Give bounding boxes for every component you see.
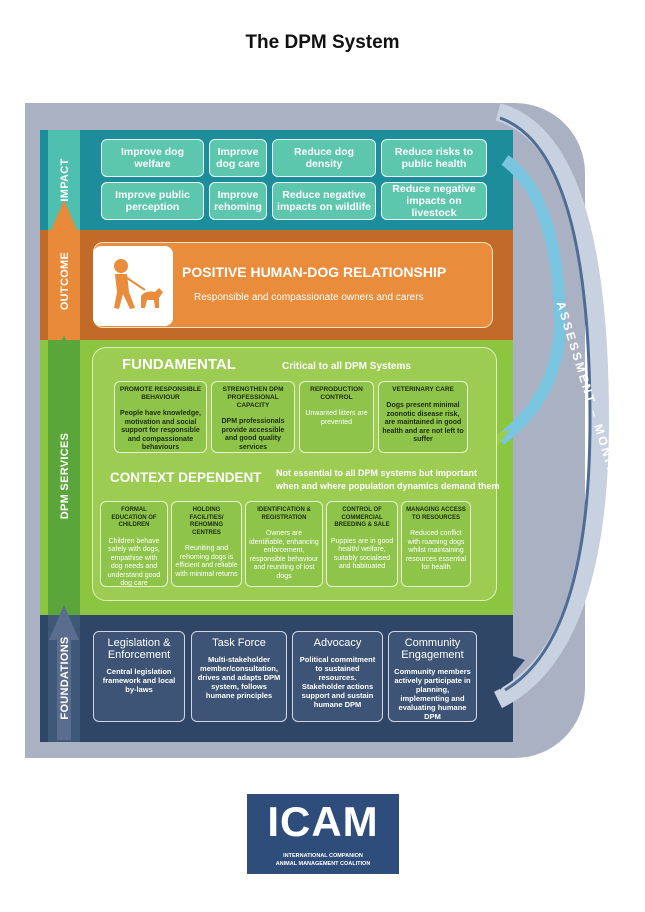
foundation-item: Legislation & Enforcement Central legisl… bbox=[93, 631, 185, 722]
fundamental-note: Critical to all DPM Systems bbox=[282, 361, 411, 372]
context-item: HOLDING FACILITIES/ REHOMING CENTRES Reu… bbox=[171, 501, 242, 587]
dpm-services-label: DPM SERVICES bbox=[59, 432, 71, 520]
logo-line-2: ANIMAL MANAGEMENT COALITION bbox=[275, 861, 371, 867]
arrow-down-navy-icon bbox=[495, 650, 525, 690]
item-heading: Community Engagement bbox=[401, 637, 464, 661]
item-heading: MANAGING ACCESS TO RESOURCES bbox=[406, 507, 466, 521]
item-body: Community members actively participate i… bbox=[394, 667, 471, 721]
context-item: FORMAL EDUCATION OF CHILDREN Children be… bbox=[100, 501, 168, 587]
outcome-title: POSITIVE HUMAN-DOG RELATIONSHIP bbox=[182, 264, 447, 280]
item-heading: VETERINARY CARE bbox=[392, 386, 454, 393]
fundamental-item: PROMOTE RESPONSIBLE BEHAVIOUR People hav… bbox=[114, 381, 207, 453]
item-body: Unwanted litters are prevented bbox=[305, 410, 368, 426]
item-heading: Task Force bbox=[212, 637, 266, 649]
impact-item: Reduce negative impacts on wildlife bbox=[272, 182, 376, 220]
context-item: IDENTIFICATION & REGISTRATION Owners are… bbox=[245, 501, 323, 587]
item-body: Reuniting and rehoming dogs is efficient… bbox=[175, 545, 238, 578]
context-note-line-1: Not essential to all DPM systems but imp… bbox=[276, 468, 478, 478]
item-heading: FORMAL EDUCATION OF CHILDREN bbox=[111, 507, 157, 528]
logo-line-1: INTERNATIONAL COMPANION bbox=[283, 853, 363, 859]
impact-item: Reduce negative impacts on livestock bbox=[381, 182, 487, 220]
arrow-up-orange-icon bbox=[49, 200, 79, 235]
context-note-line-2: when and where population dynamics deman… bbox=[276, 481, 500, 491]
foundations-label: FOUNDATIONS bbox=[59, 636, 71, 720]
impact-item: Improve dog welfare bbox=[101, 139, 204, 177]
logo-name: ICAM bbox=[267, 798, 379, 845]
outcome-subtitle: Responsible and compassionate owners and… bbox=[194, 292, 424, 303]
item-heading: PROMOTE RESPONSIBLE BEHAVIOUR bbox=[119, 386, 202, 401]
outcome-label: OUTCOME bbox=[59, 251, 71, 311]
item-heading: REPRODUCTION CONTROL bbox=[310, 386, 363, 401]
item-body: Multi-stakeholder member/consultation, d… bbox=[197, 655, 281, 700]
item-body: Central legislation framework and local … bbox=[102, 667, 176, 694]
item-heading: Legislation & Enforcement bbox=[107, 637, 171, 661]
item-heading: Advocacy bbox=[313, 637, 362, 649]
foundation-item: Advocacy Political commitment to sustain… bbox=[292, 631, 383, 722]
impact-item: Improve dog care bbox=[209, 139, 267, 177]
item-heading: IDENTIFICATION & REGISTRATION bbox=[257, 507, 311, 521]
impact-item: Reduce risks to public health bbox=[381, 139, 487, 177]
item-body: Children behave safely with dogs, empath… bbox=[107, 537, 161, 588]
feedback-loop-icon bbox=[493, 103, 610, 709]
impact-item: Improve rehoming bbox=[209, 182, 267, 220]
item-body: Dogs present minimal zoonotic disease ri… bbox=[382, 402, 464, 443]
page-title: The DPM System bbox=[245, 32, 400, 53]
foundation-item: Community Engagement Community members a… bbox=[388, 631, 477, 722]
context-item: MANAGING ACCESS TO RESOURCES Reduced con… bbox=[401, 501, 471, 587]
impact-item: Improve public perception bbox=[101, 182, 204, 220]
fundamental-item: STRENGTHEN DPM PROFESSIONAL CAPACITY DPM… bbox=[211, 381, 295, 453]
person-walking-dog-icon bbox=[93, 246, 173, 326]
item-heading: CONTROL OF COMMERCIAL BREEDING & SALE bbox=[334, 507, 390, 528]
impact-item: Reduce dog density bbox=[272, 139, 376, 177]
fundamental-title: FUNDAMENTAL bbox=[122, 356, 236, 373]
item-body: Owners are identifiable, enhancing enfor… bbox=[249, 530, 319, 580]
item-heading: STRENGTHEN DPM PROFESSIONAL CAPACITY bbox=[222, 386, 284, 409]
context-item: CONTROL OF COMMERCIAL BREEDING & SALE Pu… bbox=[326, 501, 398, 587]
fundamental-item: VETERINARY CARE Dogs present minimal zoo… bbox=[378, 381, 468, 453]
item-body: People have knowledge, motivation and so… bbox=[120, 410, 201, 451]
foundation-item: Task Force Multi-stakeholder member/cons… bbox=[191, 631, 287, 722]
item-body: DPM professionals provide accessible and… bbox=[221, 418, 285, 451]
fundamental-item: REPRODUCTION CONTROL Unwanted litters ar… bbox=[299, 381, 374, 453]
icam-logo bbox=[247, 794, 399, 874]
arrow-up-navy-icon bbox=[49, 605, 79, 640]
item-body: Puppies are in good health/ welfare, sui… bbox=[330, 537, 394, 571]
item-body: Political commitment to sustained resour… bbox=[299, 655, 376, 709]
item-heading: HOLDING FACILITIES/ REHOMING CENTRES bbox=[189, 507, 224, 536]
context-title: CONTEXT DEPENDENT bbox=[110, 470, 262, 485]
arrow-up-green-icon bbox=[49, 335, 79, 370]
item-body: Reduced conflict with roaming dogs whils… bbox=[405, 530, 467, 571]
